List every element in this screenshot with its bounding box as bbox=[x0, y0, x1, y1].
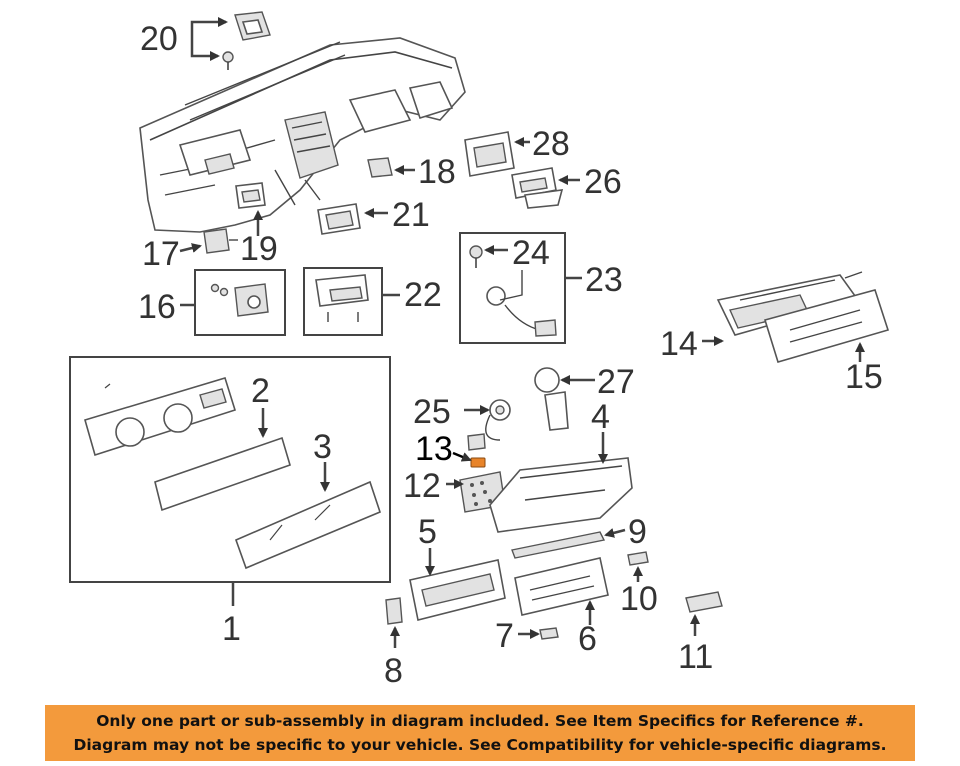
leader-17 bbox=[179, 243, 202, 253]
part-26-drawing bbox=[511, 167, 564, 209]
callout-4[interactable]: 4 bbox=[591, 398, 610, 436]
callout-9[interactable]: 9 bbox=[628, 513, 647, 551]
part-5-drawing bbox=[409, 559, 506, 621]
leader-20b bbox=[190, 38, 220, 61]
callout-1[interactable]: 1 bbox=[222, 610, 241, 648]
callout-25[interactable]: 25 bbox=[413, 393, 451, 431]
part-16-drawing bbox=[210, 283, 269, 317]
callout-28[interactable]: 28 bbox=[532, 125, 570, 163]
callout-16[interactable]: 16 bbox=[138, 288, 176, 326]
disclaimer-banner: Only one part or sub-assembly in diagram… bbox=[45, 705, 915, 761]
part-3-drawing bbox=[234, 480, 381, 570]
part-2-drawing bbox=[154, 436, 291, 512]
callout-24[interactable]: 24 bbox=[512, 234, 550, 272]
instrument-panel-drawing bbox=[139, 37, 466, 233]
callout-23[interactable]: 23 bbox=[585, 261, 623, 299]
part-9-drawing bbox=[511, 531, 606, 559]
part-17-drawing bbox=[203, 228, 238, 254]
callout-21[interactable]: 21 bbox=[392, 196, 430, 234]
callout-7[interactable]: 7 bbox=[495, 617, 514, 655]
box-23 bbox=[459, 232, 566, 344]
callout-18[interactable]: 18 bbox=[418, 153, 456, 191]
part-20-drawing bbox=[222, 11, 271, 70]
part-14-drawing bbox=[716, 271, 863, 336]
callout-11[interactable]: 11 bbox=[678, 638, 713, 676]
part-1-cluster-drawing bbox=[84, 377, 237, 457]
parts-diagram: 20 18 28 26 19 21 17 bbox=[69, 11, 890, 690]
disclaimer-line-1: Only one part or sub-assembly in diagram… bbox=[96, 712, 864, 730]
callout-2[interactable]: 2 bbox=[251, 372, 270, 410]
callout-8[interactable]: 8 bbox=[384, 652, 403, 690]
callout-27[interactable]: 27 bbox=[597, 363, 635, 401]
box-16 bbox=[194, 269, 286, 336]
callout-12[interactable]: 12 bbox=[403, 467, 441, 505]
part-11-drawing bbox=[685, 591, 723, 613]
callout-5[interactable]: 5 bbox=[418, 513, 437, 551]
box-22 bbox=[303, 267, 383, 336]
part-23-24-drawing bbox=[469, 245, 557, 337]
callout-3[interactable]: 3 bbox=[313, 428, 332, 466]
part-25-drawing bbox=[467, 399, 511, 451]
callout-13[interactable]: 13 bbox=[415, 430, 453, 468]
callout-22[interactable]: 22 bbox=[404, 276, 442, 314]
part-27-drawing bbox=[534, 367, 569, 431]
leader-9 bbox=[604, 528, 626, 538]
box-1 bbox=[69, 356, 391, 583]
callout-15[interactable]: 15 bbox=[845, 358, 883, 396]
callout-26[interactable]: 26 bbox=[584, 163, 622, 201]
callout-10[interactable]: 10 bbox=[620, 580, 658, 618]
leader-20 bbox=[190, 17, 228, 38]
part-15-drawing bbox=[763, 289, 890, 363]
callout-14[interactable]: 14 bbox=[660, 325, 698, 363]
part-18-drawing bbox=[367, 157, 393, 178]
leader-13 bbox=[452, 451, 472, 462]
part-13-drawing bbox=[470, 457, 486, 468]
part-19-drawing bbox=[235, 182, 266, 209]
part-10-drawing bbox=[627, 551, 649, 566]
part-6-drawing bbox=[514, 557, 609, 616]
callout-19[interactable]: 19 bbox=[240, 230, 278, 268]
part-21-drawing bbox=[317, 203, 361, 235]
callout-17[interactable]: 17 bbox=[142, 235, 180, 273]
part-28-drawing bbox=[464, 131, 515, 177]
part-22-drawing bbox=[315, 274, 369, 322]
part-4-drawing bbox=[489, 457, 633, 533]
callout-6[interactable]: 6 bbox=[578, 620, 597, 658]
callout-20[interactable]: 20 bbox=[140, 20, 178, 58]
part-8-drawing bbox=[385, 597, 403, 625]
disclaimer-line-2: Diagram may not be specific to your vehi… bbox=[73, 736, 887, 754]
part-7-drawing bbox=[539, 627, 559, 640]
